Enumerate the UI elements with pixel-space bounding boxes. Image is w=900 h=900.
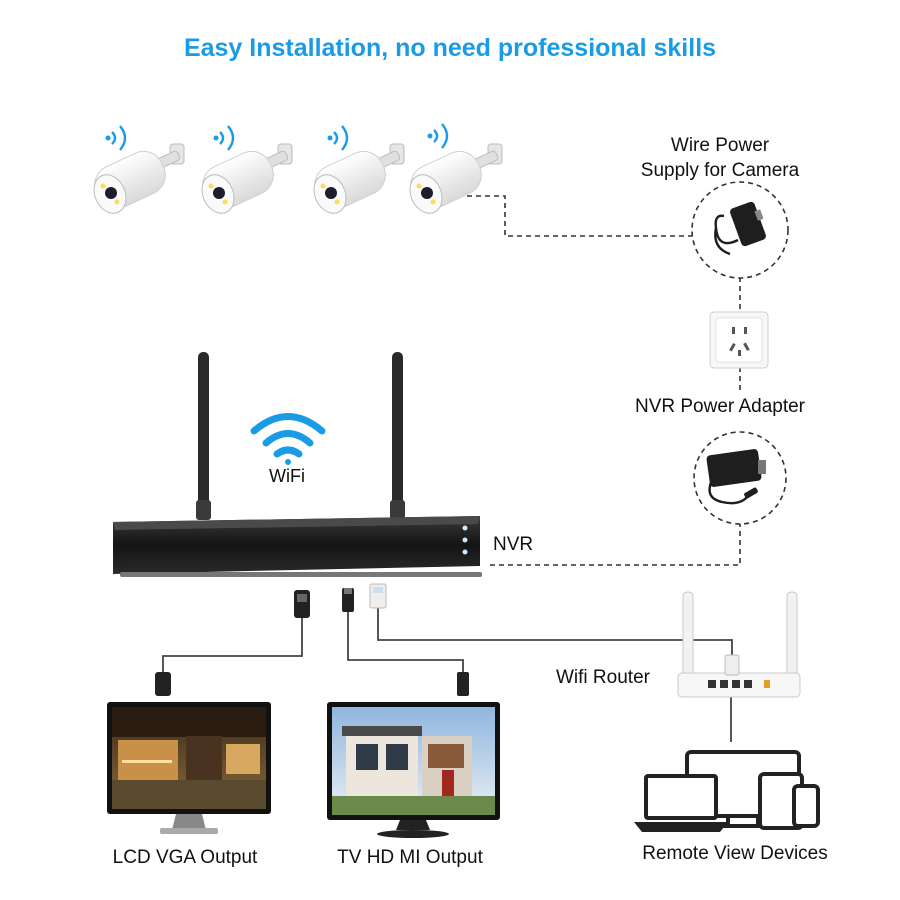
nvr-adapter-icon: [693, 431, 787, 525]
wifi-router-label: Wifi Router: [556, 667, 650, 688]
remote-devices-icon: [634, 750, 820, 832]
hdmi-cable: [347, 612, 464, 672]
nvr-power-adapter-label: NVR Power Adapter: [634, 396, 806, 417]
lan-cable: [377, 608, 733, 655]
nvr-antenna-right: [392, 352, 403, 520]
lcd-monitor-icon: [107, 702, 271, 834]
camera-power-adapter-icon: [691, 181, 789, 279]
camera-1: [93, 125, 185, 214]
tv-hdmi-output-label: TV HD MI Output: [337, 847, 483, 868]
camera-2: [201, 125, 293, 214]
hdmi-plug-icon: [457, 672, 469, 696]
nvr-antenna-left: [198, 352, 209, 520]
wire-power-label-line1: Wire Power: [670, 135, 770, 156]
vga-cable: [162, 618, 303, 672]
hdmi-connector-icon: [342, 588, 354, 612]
nvr-power-line: [490, 522, 741, 566]
wire-power-label: Wire Power Supply for Camera: [600, 133, 840, 183]
lcd-vga-output-label: LCD VGA Output: [112, 847, 258, 868]
nvr-label: NVR: [493, 534, 534, 555]
camera-3: [313, 125, 405, 214]
tv-monitor-icon: [327, 702, 500, 838]
wifi-router-icon: [677, 591, 801, 698]
cables: [162, 608, 733, 742]
camera-4: [409, 123, 503, 214]
wifi-label: WiFi: [269, 466, 305, 486]
page-title: Easy Installation, no need professional …: [183, 34, 717, 62]
vga-plug-icon: [155, 672, 171, 696]
camera-power-line: [440, 195, 692, 237]
lan-connector-icon: [369, 583, 387, 609]
vga-connector-icon: [294, 590, 310, 618]
wall-socket-icon: [709, 311, 769, 369]
camera-group: [93, 123, 503, 214]
wire-power-label-line2: Supply for Camera: [640, 160, 800, 181]
wifi-signal-icon: [250, 413, 326, 465]
connection-lines: [440, 195, 741, 566]
nvr-device: [113, 352, 482, 577]
remote-view-devices-label: Remote View Devices: [642, 843, 828, 864]
